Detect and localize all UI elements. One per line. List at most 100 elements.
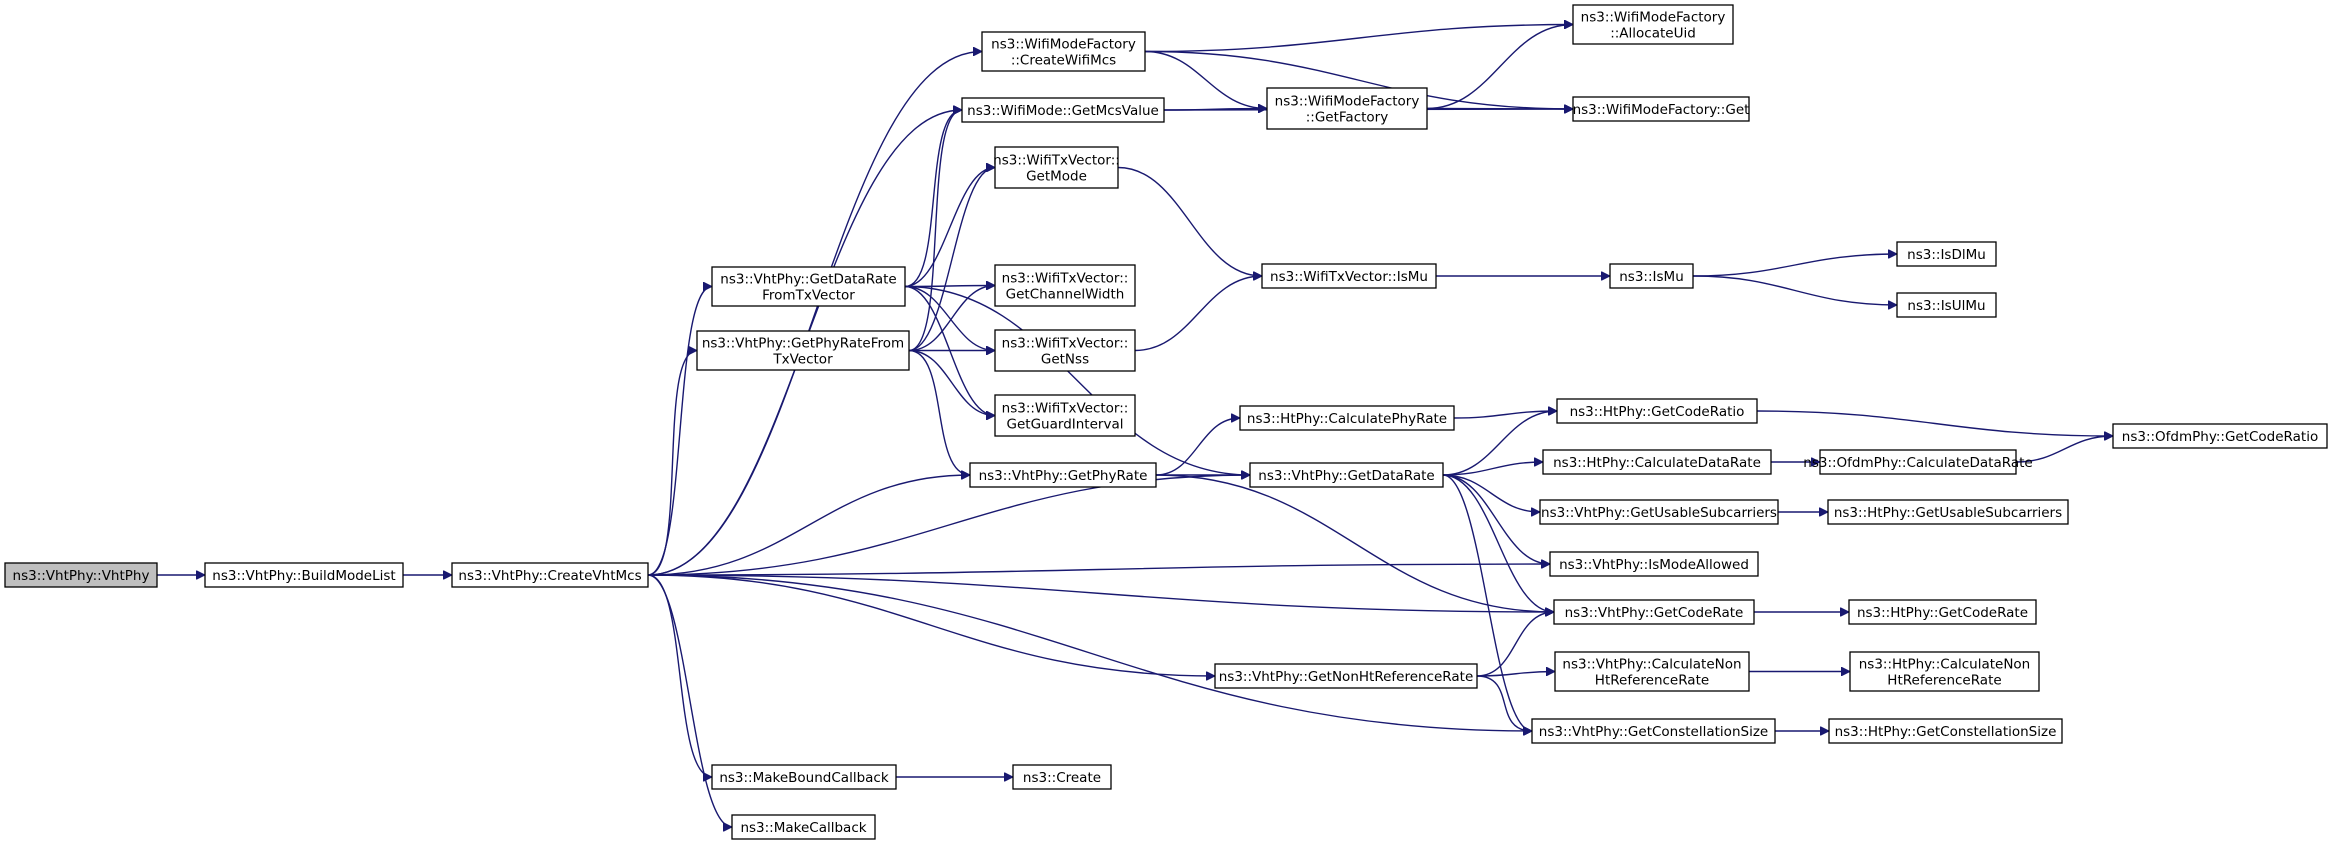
node-label: ns3::HtPhy::CalculateNon xyxy=(1859,657,2031,673)
edge-n12-n14 xyxy=(1134,276,1262,352)
node-n12[interactable]: ns3::WifiTxVector::GetNss xyxy=(994,329,1136,372)
edge-n11-n8 xyxy=(908,168,996,352)
node-n2[interactable]: ns3::VhtPhy::CreateVhtMcs xyxy=(451,562,649,588)
node-box xyxy=(1214,663,1478,689)
node-label: FromTxVector xyxy=(762,288,855,304)
edge-n11-n13 xyxy=(908,349,995,416)
node-label: GetMode xyxy=(1026,169,1087,185)
node-n15[interactable]: ns3::IsMu xyxy=(1609,263,1694,289)
node-label: ns3::VhtPhy::GetPhyRate xyxy=(979,468,1148,484)
node-n13[interactable]: ns3::WifiTxVector::GetGuardInterval xyxy=(994,394,1136,437)
node-n26[interactable]: ns3::HtPhy::GetUsableSubcarriers xyxy=(1827,499,2069,525)
node-n19[interactable]: ns3::HtPhy::GetCodeRatio xyxy=(1556,398,1758,424)
node-n23[interactable]: ns3::HtPhy::CalculateDataRate xyxy=(1542,449,1772,475)
node-box xyxy=(994,146,1119,189)
node-label: ns3::WifiTxVector:: xyxy=(1002,401,1129,417)
node-n7[interactable]: ns3::WifiMode::GetMcsValue xyxy=(961,97,1165,123)
node-box xyxy=(1828,718,2063,744)
node-n20[interactable]: ns3::OfdmPhy::GetCodeRatio xyxy=(2112,423,2328,449)
node-label: ::GetFactory xyxy=(1306,110,1388,126)
node-box xyxy=(1531,718,1776,744)
edge-n22-n25 xyxy=(1442,474,1540,512)
node-n35[interactable]: ns3::MakeBoundCallback xyxy=(711,764,897,790)
node-label: ns3::VhtPhy::IsModeAllowed xyxy=(1559,557,1749,573)
edges-layer xyxy=(157,25,2113,828)
node-n27[interactable]: ns3::VhtPhy::IsModeAllowed xyxy=(1549,551,1759,577)
node-label: ns3::OfdmPhy::GetCodeRatio xyxy=(2122,429,2318,445)
node-box xyxy=(994,394,1136,437)
edge-n30-n28 xyxy=(1476,612,1554,677)
node-n6[interactable]: ns3::WifiModeFactory::Get xyxy=(1572,96,1750,122)
node-box xyxy=(1239,405,1455,431)
node-n18[interactable]: ns3::HtPhy::CalculatePhyRate xyxy=(1239,405,1455,431)
node-label: ns3::HtPhy::CalculatePhyRate xyxy=(1247,411,1447,427)
node-n8[interactable]: ns3::WifiTxVector::GetMode xyxy=(993,146,1120,189)
node-n29[interactable]: ns3::HtPhy::GetCodeRate xyxy=(1848,599,2037,625)
node-label: ns3::VhtPhy::GetCodeRate xyxy=(1565,605,1744,621)
edge-n11-n7 xyxy=(908,110,963,352)
node-box xyxy=(1896,292,1997,318)
node-n28[interactable]: ns3::VhtPhy::GetCodeRate xyxy=(1553,599,1755,625)
node-box xyxy=(1609,263,1694,289)
node-n16[interactable]: ns3::IsDlMu xyxy=(1896,241,1997,267)
edge-n22-n28 xyxy=(1442,474,1554,612)
node-box xyxy=(2112,423,2328,449)
node-box xyxy=(994,329,1136,372)
node-n17[interactable]: ns3::IsUlMu xyxy=(1896,292,1997,318)
node-box xyxy=(1572,96,1750,122)
edge-n2-n30 xyxy=(647,574,1215,676)
edge-n5-n4 xyxy=(1426,25,1573,110)
node-box xyxy=(451,562,649,588)
node-n21[interactable]: ns3::VhtPhy::GetPhyRate xyxy=(969,462,1157,488)
edge-n24-n20 xyxy=(2015,436,2113,463)
node-label: ns3::VhtPhy::GetNonHtReferenceRate xyxy=(1219,669,1474,685)
node-box xyxy=(1539,499,1779,525)
node-n24[interactable]: ns3::OfdmPhy::CalculateDataRate xyxy=(1803,449,2033,475)
node-box xyxy=(1266,87,1428,130)
node-box xyxy=(1553,599,1755,625)
node-label: ns3::WifiModeFactory xyxy=(1581,10,1726,26)
edge-n2-n11 xyxy=(647,351,698,576)
edge-n2-n28 xyxy=(647,574,1554,612)
node-box xyxy=(1012,764,1112,790)
node-label: HtReferenceRate xyxy=(1887,673,2001,689)
node-label: ns3::IsMu xyxy=(1619,269,1684,285)
node-n22[interactable]: ns3::VhtPhy::GetDataRate xyxy=(1249,462,1444,488)
node-n0[interactable]: ns3::VhtPhy::VhtPhy xyxy=(4,562,158,588)
node-box xyxy=(711,266,906,307)
edge-n21-n18 xyxy=(1155,418,1240,476)
node-n5[interactable]: ns3::WifiModeFactory::GetFactory xyxy=(1266,87,1428,130)
edge-n30-n33 xyxy=(1476,675,1532,731)
node-n30[interactable]: ns3::VhtPhy::GetNonHtReferenceRate xyxy=(1214,663,1478,689)
node-box xyxy=(711,764,897,790)
node-label: GetChannelWidth xyxy=(1006,287,1125,303)
node-n3[interactable]: ns3::WifiModeFactory::CreateWifiMcs xyxy=(981,31,1146,72)
node-n1[interactable]: ns3::VhtPhy::BuildModeList xyxy=(204,562,404,588)
node-label: ns3::WifiModeFactory xyxy=(1275,94,1420,110)
node-n10[interactable]: ns3::WifiTxVector::GetChannelWidth xyxy=(994,264,1136,307)
node-label: ::CreateWifiMcs xyxy=(1011,53,1116,69)
node-n4[interactable]: ns3::WifiModeFactory::AllocateUid xyxy=(1572,4,1734,45)
node-label: ns3::Create xyxy=(1023,770,1101,786)
node-label: ns3::WifiTxVector:: xyxy=(1002,271,1129,287)
node-n34[interactable]: ns3::HtPhy::GetConstellationSize xyxy=(1828,718,2063,744)
node-n25[interactable]: ns3::VhtPhy::GetUsableSubcarriers xyxy=(1539,499,1779,525)
node-label: ns3::VhtPhy::BuildModeList xyxy=(212,568,395,584)
node-n36[interactable]: ns3::Create xyxy=(1012,764,1112,790)
node-n37[interactable]: ns3::MakeCallback xyxy=(731,814,876,840)
edge-n11-n10 xyxy=(908,286,995,352)
node-label: ::AllocateUid xyxy=(1610,26,1696,42)
node-box xyxy=(1848,599,2037,625)
node-label: ns3::HtPhy::GetCodeRate xyxy=(1857,605,2028,621)
node-box xyxy=(696,330,910,371)
edge-n9-n22 xyxy=(904,285,1250,476)
edge-n22-n23 xyxy=(1442,462,1543,476)
node-n33[interactable]: ns3::VhtPhy::GetConstellationSize xyxy=(1531,718,1776,744)
node-n14[interactable]: ns3::WifiTxVector::IsMu xyxy=(1261,263,1437,289)
edge-n30-n31 xyxy=(1476,672,1555,677)
